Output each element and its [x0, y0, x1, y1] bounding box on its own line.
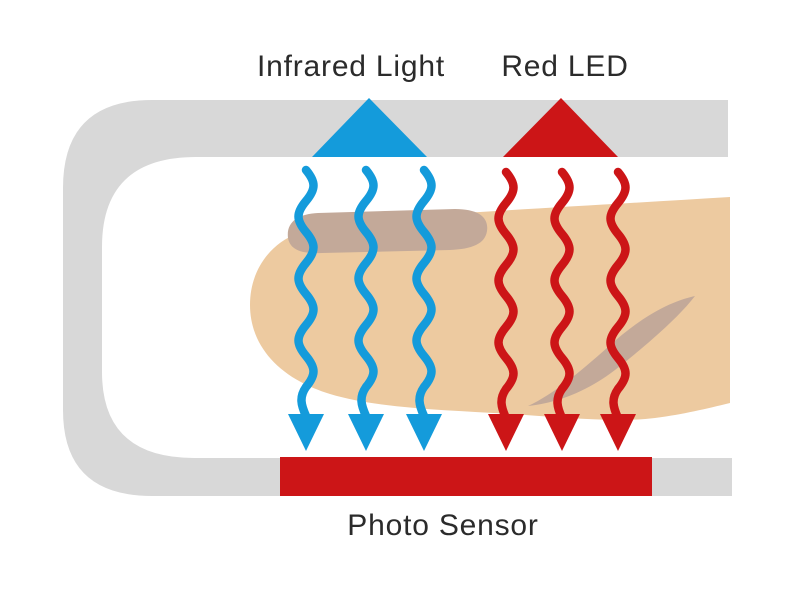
red-ray-arrowhead: [488, 414, 524, 451]
photo-sensor-bar: [280, 457, 652, 496]
infrared-ray-wave: [294, 165, 318, 421]
red-ray-wave: [550, 167, 574, 423]
fingernail: [287, 209, 488, 254]
infrared-ray-wave: [412, 165, 436, 421]
red-ray-arrow: [600, 167, 636, 451]
infrared-led-triangle: [312, 98, 427, 157]
infrared-light-label: Infrared Light: [257, 50, 445, 83]
infrared-ray-wave: [354, 165, 378, 421]
infrared-ray-arrow: [288, 165, 324, 451]
infrared-ray-arrowhead: [406, 414, 442, 451]
red-ray-arrowhead: [600, 414, 636, 451]
red-ray-arrowhead: [544, 414, 580, 451]
red-ray-wave: [494, 167, 518, 423]
oximeter-housing: [63, 100, 732, 496]
red-ray-wave: [606, 167, 630, 423]
infrared-ray-arrow: [348, 165, 384, 451]
red-ray-arrow: [544, 167, 580, 451]
infrared-ray-arrow: [406, 165, 442, 451]
infrared-ray-arrowhead: [288, 414, 324, 451]
photo-sensor-label: Photo Sensor: [347, 509, 539, 542]
red-ray-arrow: [488, 167, 524, 451]
red-led-label: Red LED: [501, 50, 629, 83]
red-led-triangle: [503, 98, 618, 157]
infrared-ray-arrowhead: [348, 414, 384, 451]
